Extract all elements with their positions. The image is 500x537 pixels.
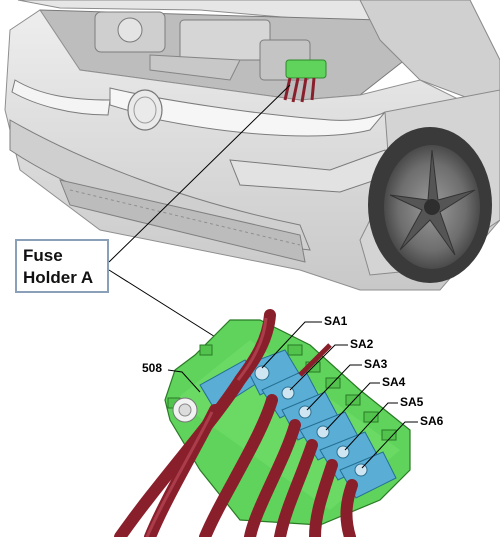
label-sa1: SA1 — [324, 314, 348, 328]
label-leader-lines — [167, 321, 418, 469]
callout-line-2: Holder A — [23, 268, 94, 287]
label-508: 508 — [142, 361, 163, 375]
label-sa6: SA6 — [420, 414, 444, 428]
label-sa3: SA3 — [364, 357, 388, 371]
callout-line-1: Fuse — [23, 246, 63, 265]
fuse-holder-location-marker — [283, 59, 327, 103]
label-sa5: SA5 — [400, 395, 424, 409]
fuse-holder-callout: Fuse Holder A — [15, 239, 109, 293]
car-front — [4, 0, 500, 291]
label-sa2: SA2 — [350, 337, 374, 351]
label-sa4: SA4 — [382, 375, 406, 389]
fuse-holder-detail — [114, 309, 411, 537]
callout-leader-lines — [108, 84, 291, 346]
